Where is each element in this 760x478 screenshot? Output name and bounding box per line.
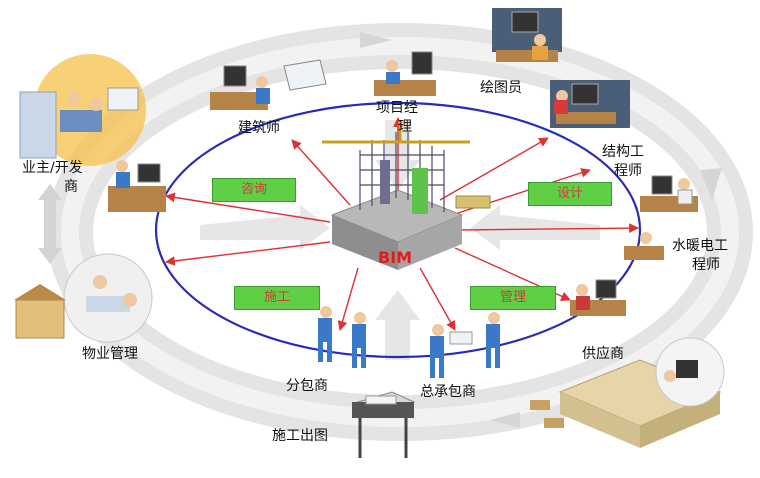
bim-building bbox=[322, 120, 491, 270]
owner-figure bbox=[19, 54, 146, 166]
warehouse bbox=[530, 337, 725, 448]
project-manager-workstation bbox=[374, 51, 436, 96]
owner-property-arrow bbox=[38, 184, 62, 264]
contractor-workers bbox=[430, 312, 500, 378]
arrow-to-owner bbox=[165, 192, 331, 223]
arrow-to-subcontractor bbox=[337, 267, 359, 331]
arrow-to-general-contractor bbox=[419, 267, 456, 331]
label-subcontractor: 分包商 bbox=[286, 378, 328, 394]
owner-workstation bbox=[108, 160, 166, 212]
label-owner-1: 业主/开发 bbox=[22, 160, 83, 176]
label-structural-1: 结构工 bbox=[602, 144, 644, 160]
arrow-to-architect bbox=[291, 139, 351, 206]
architect-workstation bbox=[210, 59, 327, 110]
bim-label: BIM bbox=[378, 248, 413, 267]
label-architect: 建筑师 bbox=[238, 120, 280, 136]
label-general-contractor: 总承包商 bbox=[420, 384, 476, 400]
label-property: 物业管理 bbox=[82, 346, 138, 362]
structural-workstation bbox=[550, 80, 630, 128]
phase-design: 设计 bbox=[528, 182, 612, 206]
phase-construction: 施工 bbox=[234, 286, 320, 310]
label-mep-1: 水暖电工 bbox=[672, 238, 728, 254]
arrow-to-property bbox=[165, 241, 331, 266]
supplier-workstation bbox=[570, 279, 626, 316]
bim-arrows bbox=[165, 117, 639, 331]
mep-workstation bbox=[624, 175, 698, 260]
label-project-manager-1: 项目经 bbox=[376, 100, 418, 116]
label-drafter: 绘图员 bbox=[480, 80, 522, 96]
bim-ellipse bbox=[154, 101, 642, 359]
phase-consult: 咨询 bbox=[212, 178, 296, 202]
arrow-to-mep bbox=[457, 223, 639, 233]
label-mep-2: 程师 bbox=[692, 257, 720, 273]
arrow-to-drafter bbox=[439, 137, 549, 201]
plotter bbox=[352, 391, 416, 458]
label-owner-2: 商 bbox=[64, 179, 78, 195]
property-figure bbox=[14, 253, 153, 343]
label-supplier: 供应商 bbox=[582, 346, 624, 362]
phase-management: 管理 bbox=[470, 286, 556, 310]
label-project-manager-2: 理 bbox=[398, 119, 412, 135]
drafter-workstation bbox=[492, 8, 562, 62]
inner-flow-arrows bbox=[200, 120, 600, 360]
label-drawings: 施工出图 bbox=[272, 428, 328, 444]
label-structural-2: 程师 bbox=[614, 163, 642, 179]
subcontractor-workers bbox=[318, 306, 366, 368]
